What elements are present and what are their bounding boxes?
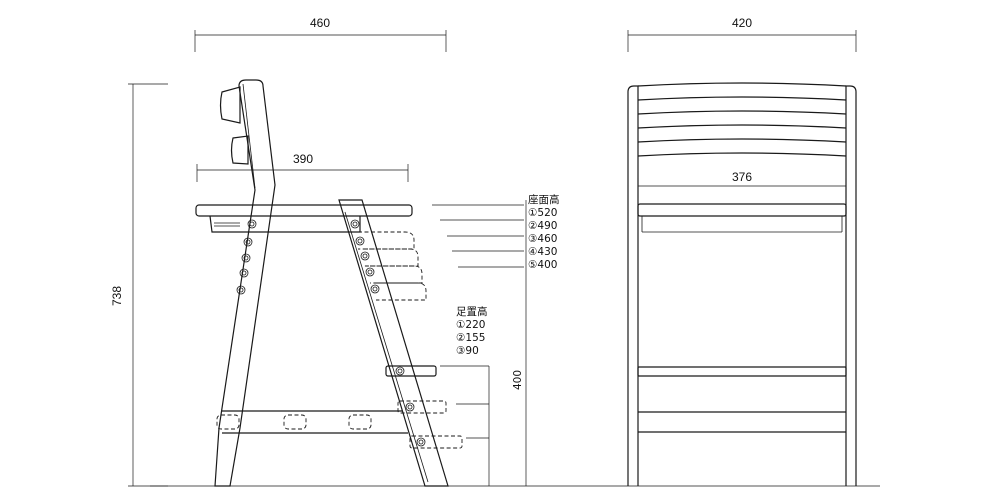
front-view: 420 376 (627, 16, 857, 486)
dimension-738: 738 (110, 83, 168, 487)
dim-label-460: 460 (310, 16, 330, 30)
footrest-alternate-positions (397, 400, 463, 449)
foot-height-legend: 足置高 ①220 ②155 ③90 (456, 305, 488, 357)
front-backrest-slats (637, 82, 847, 157)
dimension-376: 376 (637, 170, 847, 198)
dim-label-400: 400 (512, 370, 524, 390)
footrest (385, 365, 437, 377)
seat-height-5: ⑤400 (528, 259, 557, 271)
backrest-slats (219, 86, 249, 165)
seat-height-4: ④430 (528, 246, 557, 258)
foot-height-2: ②155 (456, 332, 485, 344)
dimension-420: 420 (627, 16, 857, 52)
seat-height-1: ①520 (528, 207, 557, 219)
foot-height-1: ①220 (456, 319, 485, 331)
lower-stretcher (216, 410, 408, 434)
seat-height-2: ②490 (528, 220, 557, 232)
dim-label-738: 738 (110, 286, 124, 306)
seat-height-3: ③460 (528, 233, 557, 245)
seat-height-legend: 座面高 ①520 ②490 ③460 ④430 ⑤400 (528, 193, 560, 271)
front-leg-holes (350, 219, 426, 447)
front-left-post (627, 85, 639, 486)
dimension-460: 460 (194, 16, 447, 52)
seat-alternate-positions (358, 231, 427, 301)
foot-height-3: ③90 (456, 345, 479, 357)
rear-post-holes (236, 219, 257, 295)
dimension-390: 390 (196, 152, 409, 182)
front-right-post (845, 85, 857, 486)
dim-label-420: 420 (732, 16, 752, 30)
front-leg (338, 199, 449, 487)
seat-height-title: 座面高 (528, 193, 560, 206)
dim-label-376: 376 (732, 170, 752, 184)
side-view: 460 738 390 (110, 16, 880, 487)
seat-board (195, 204, 413, 233)
front-seat (637, 203, 847, 233)
foot-height-title: 足置高 (456, 305, 488, 318)
rear-post (214, 79, 276, 487)
front-footrest (637, 366, 847, 377)
front-lower-stretcher (638, 411, 846, 433)
seat-height-leaders: 400 (150, 200, 880, 487)
dim-label-390: 390 (293, 152, 313, 166)
